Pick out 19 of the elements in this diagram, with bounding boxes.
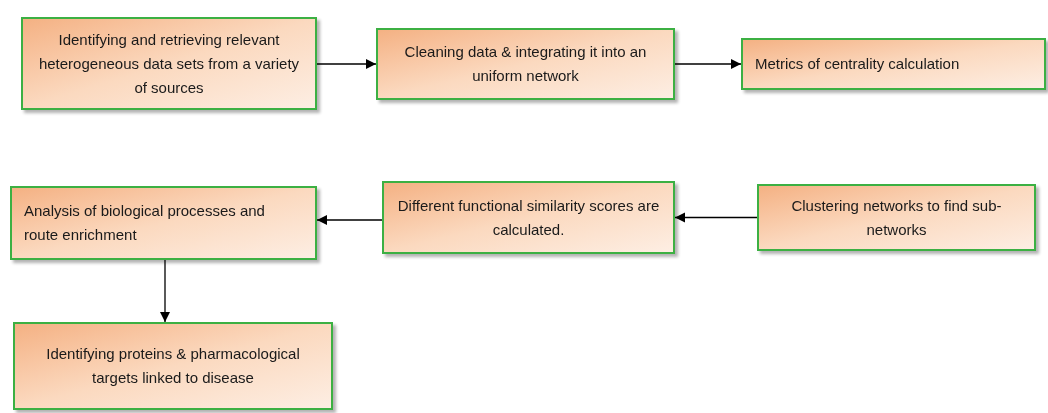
arrow [316,214,383,226]
box-label: Cleaning data & integrating it into an uniform network [403,42,648,86]
process-box [376,28,675,100]
box-label: Metrics of centrality calculation [755,54,960,74]
process-box [382,181,675,254]
process-box [10,186,317,260]
arrow [674,212,758,223]
arrow [159,259,171,323]
box-label: Different functional similarity scores are calculated. [396,195,661,240]
process-box [21,17,317,110]
box-label: Analysis of biological processes and route enrichment [24,201,266,245]
process-box [757,184,1036,251]
arrow [674,58,742,70]
box-label: Identifying and retrieving relevant heterogeneous data sets from a variety of sources [37,29,301,98]
process-box [741,38,1046,90]
box-label: Identifying proteins & pharmacological targets linked to disease [45,344,301,388]
arrow [316,58,377,70]
process-box [13,322,333,410]
box-label: Clustering networks to find sub-networks [790,195,1003,240]
